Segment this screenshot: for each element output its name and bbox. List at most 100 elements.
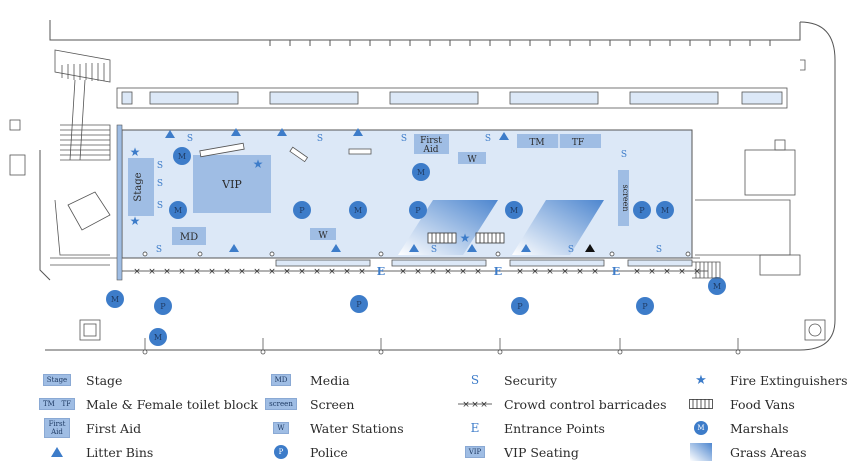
barrier-icon: ×××	[458, 400, 492, 409]
svg-text:×: ×	[462, 400, 470, 409]
svg-text:×: ×	[531, 267, 539, 277]
security-marker: S	[401, 134, 407, 144]
legend-item-first-aid: First Aid First Aid	[40, 418, 141, 438]
media-icon: MD	[270, 374, 292, 386]
police-marker: P	[154, 297, 172, 315]
svg-text:×: ×	[444, 267, 452, 277]
litter-bin-icon	[409, 244, 419, 252]
legend-item-barricades: ××× Crowd control barricades	[458, 394, 666, 414]
security-marker: S	[157, 161, 163, 171]
legend-item-media: MD Media	[264, 370, 350, 390]
event-site-map: Stage VIP MD First Aid TM TF W W W scree…	[9, 20, 836, 355]
marshal-icon: M	[694, 421, 708, 435]
marshal-marker: M	[656, 201, 674, 219]
security-marker: S	[485, 134, 491, 144]
marshal-marker: M	[173, 147, 191, 165]
screen-icon: screen	[265, 398, 297, 410]
legend-label: Grass Areas	[730, 444, 807, 460]
svg-text:M: M	[713, 282, 721, 291]
bollards	[142, 251, 691, 257]
svg-text:×: ×	[193, 267, 201, 277]
stairs-right	[692, 261, 721, 279]
vip-seating: VIP	[193, 155, 271, 213]
marshal-marker: M	[708, 277, 726, 295]
marshals: M M M M M M M M M	[106, 147, 726, 346]
legend-label: Entrance Points	[504, 420, 605, 436]
police: P P P P P P P	[154, 201, 654, 315]
fire-extinguisher-icon: ★	[130, 145, 141, 159]
svg-text:×: ×	[208, 267, 216, 277]
grass-area-icon	[690, 443, 712, 461]
security-marker: S	[157, 179, 163, 189]
svg-text:P: P	[517, 302, 523, 311]
svg-text:P: P	[415, 206, 421, 215]
svg-text:M: M	[174, 206, 182, 215]
top-seating-row	[116, 87, 788, 109]
entrance-marker: E	[377, 265, 385, 278]
legend-label: First Aid	[86, 420, 142, 436]
right-buildings	[695, 59, 826, 341]
fire-extinguisher-icon: ★	[130, 214, 141, 228]
food-van-icon	[689, 399, 713, 409]
legend-item-food-vans: Food Vans	[684, 394, 795, 414]
first-aid-icon: First Aid	[44, 418, 70, 438]
svg-text:×: ×	[633, 267, 641, 277]
fire-extinguishers: ★ ★ ★ ★	[130, 145, 471, 245]
police-marker: P	[511, 297, 529, 315]
water-icon: W	[273, 422, 289, 434]
security-marker: S	[156, 245, 162, 255]
legend-item-water: W Water Stations	[264, 418, 404, 438]
front-strips	[275, 259, 693, 267]
legend: Stage Stage TM TF Male & Female toilet b…	[0, 362, 850, 474]
stage-label: Stage	[133, 172, 144, 201]
security-marker: S	[431, 245, 437, 255]
litter-bin-icon	[521, 244, 531, 252]
arena-obstacles	[199, 142, 372, 163]
svg-text:×: ×	[343, 267, 351, 277]
svg-text:P: P	[160, 302, 166, 311]
legend-label: Fire Extinguishers	[730, 372, 848, 388]
svg-text:×: ×	[693, 267, 701, 277]
entrance-marker: E	[612, 265, 620, 278]
security-marker: S	[187, 134, 193, 144]
barricade-marks: ×××× ×××× ×××× ×××× ×××× ×× ×××× ×× ××××…	[133, 267, 701, 277]
svg-text:×: ×	[133, 267, 141, 277]
water-station-1: W	[458, 152, 486, 165]
svg-text:×: ×	[474, 267, 482, 277]
stage: Stage	[128, 158, 154, 216]
litter-bin-icon	[229, 244, 239, 252]
legend-item-police: P Police	[264, 442, 348, 462]
svg-text:TF: TF	[572, 138, 584, 148]
svg-text:×: ×	[399, 267, 407, 277]
toilet-icon: TM TF	[38, 398, 76, 410]
litter-bin-icon	[499, 132, 509, 140]
svg-text:×: ×	[678, 267, 686, 277]
police-marker: P	[409, 201, 427, 219]
legend-label: Crowd control barricades	[504, 396, 667, 412]
marshal-marker: M	[149, 328, 167, 346]
litter-bin-icon	[231, 128, 241, 136]
litter-bin-black-icon	[585, 244, 595, 252]
svg-text:×: ×	[298, 267, 306, 277]
marshal-marker: M	[349, 201, 367, 219]
security-marker: S	[656, 245, 662, 255]
security-marker: S	[157, 201, 163, 211]
fire-extinguisher-icon: ★	[460, 231, 471, 245]
first-aid: First Aid	[414, 134, 449, 155]
svg-text:×: ×	[268, 267, 276, 277]
svg-text:×: ×	[313, 267, 321, 277]
litter-bin-icon	[165, 130, 175, 138]
grass-area-2	[512, 200, 604, 255]
security-marker: S	[621, 150, 627, 160]
entrances: E E E	[377, 265, 620, 278]
police-marker: P	[293, 201, 311, 219]
svg-text:×: ×	[283, 267, 291, 277]
svg-text:P: P	[356, 300, 362, 309]
legend-label: Police	[310, 444, 348, 460]
svg-text:M: M	[417, 168, 425, 177]
food-van-2	[475, 232, 505, 244]
security-marker: S	[317, 134, 323, 144]
fire-extinguisher-icon: ★	[695, 372, 707, 388]
svg-text:M: M	[111, 295, 119, 304]
svg-text:×: ×	[648, 267, 656, 277]
